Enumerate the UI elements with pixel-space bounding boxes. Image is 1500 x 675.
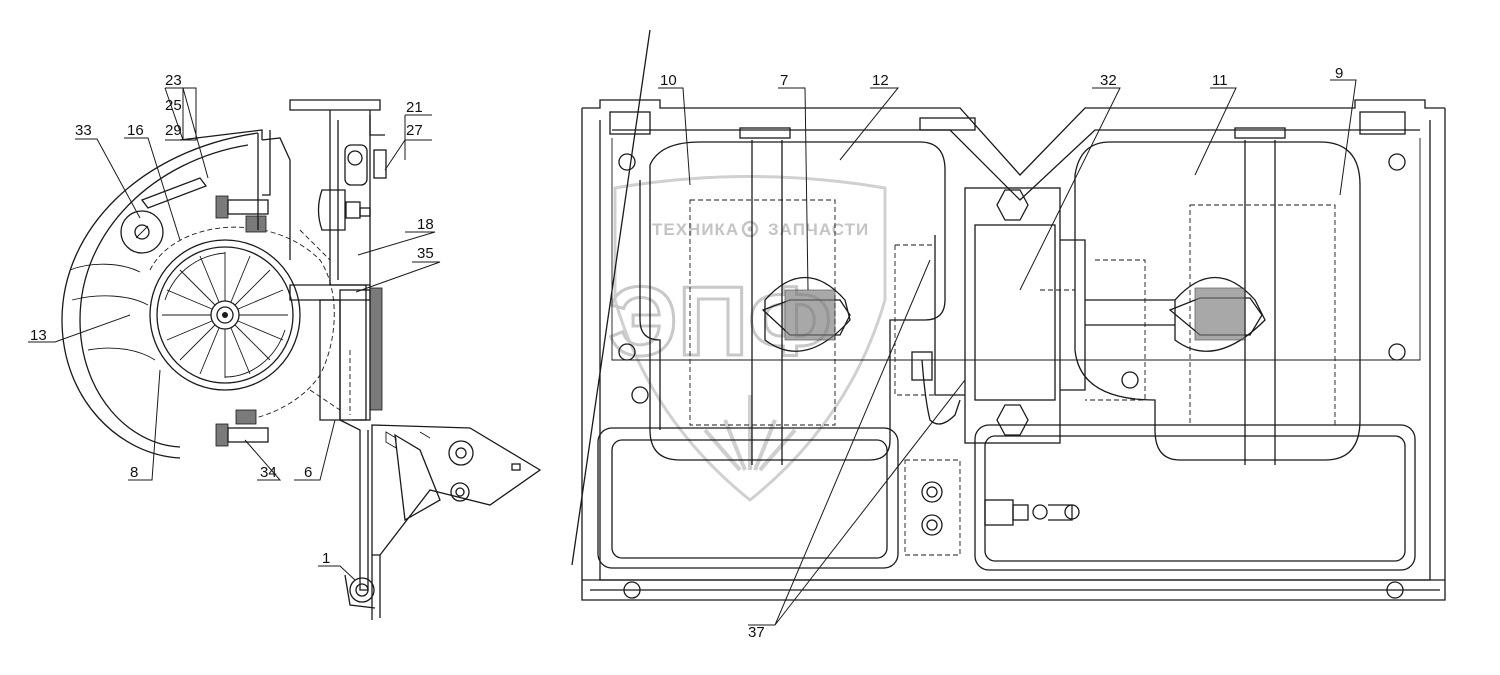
callout-16: 16: [127, 122, 144, 139]
callout-35: 35: [417, 245, 434, 262]
clamp-right: [1168, 277, 1266, 352]
callout-34: 34: [260, 464, 277, 481]
callout-37: 37: [748, 624, 765, 641]
heater-core-right: [1074, 141, 1361, 461]
callout-18: 18: [417, 216, 434, 233]
callout-10: 10: [660, 72, 677, 89]
cable: [921, 359, 961, 425]
watermark-text-left: ТЕХНИКА: [652, 220, 739, 239]
fan-wheel: [149, 239, 301, 391]
mounting-plate: [329, 110, 371, 421]
pivot-bushing: [349, 577, 375, 603]
terminal-block: [984, 499, 1080, 526]
callout-6: 6: [304, 464, 312, 481]
side-view: 23 25 29 33 16 21 27 18 35 13 8 34 6 1: [28, 72, 542, 620]
motor-circle: [120, 210, 164, 254]
heater-core-left: [649, 141, 946, 461]
lever-bracket: [371, 424, 542, 556]
callout-27: 27: [406, 122, 423, 139]
callout-32: 32: [1100, 72, 1117, 89]
callout-1: 1: [322, 550, 330, 567]
callout-11: 11: [1212, 72, 1228, 89]
watermark-text-right: ЗАПЧАСТИ: [768, 220, 869, 239]
callout-13: 13: [30, 327, 47, 344]
frame-bolts: [618, 153, 1406, 599]
callout-29: 29: [165, 122, 182, 139]
watermark-shield-outline: [613, 175, 887, 502]
callout-25: 25: [165, 97, 182, 114]
callout-23: 23: [165, 72, 182, 89]
housing-inner-arc: [79, 144, 249, 448]
clamp-left: [761, 277, 851, 352]
gear-icon: [741, 220, 759, 238]
center-motor: [894, 187, 1146, 444]
callout-33: 33: [75, 122, 92, 139]
callout-12: 12: [872, 72, 889, 89]
callout-7: 7: [780, 72, 788, 89]
callout-21: 21: [406, 99, 423, 116]
housing-outer-arc: [61, 132, 259, 459]
callout-8: 8: [130, 464, 138, 481]
frame-outer: [581, 99, 1446, 601]
front-view: 10 7 12 32 11 9 37: [571, 29, 1446, 641]
callout-9: 9: [1335, 65, 1343, 82]
